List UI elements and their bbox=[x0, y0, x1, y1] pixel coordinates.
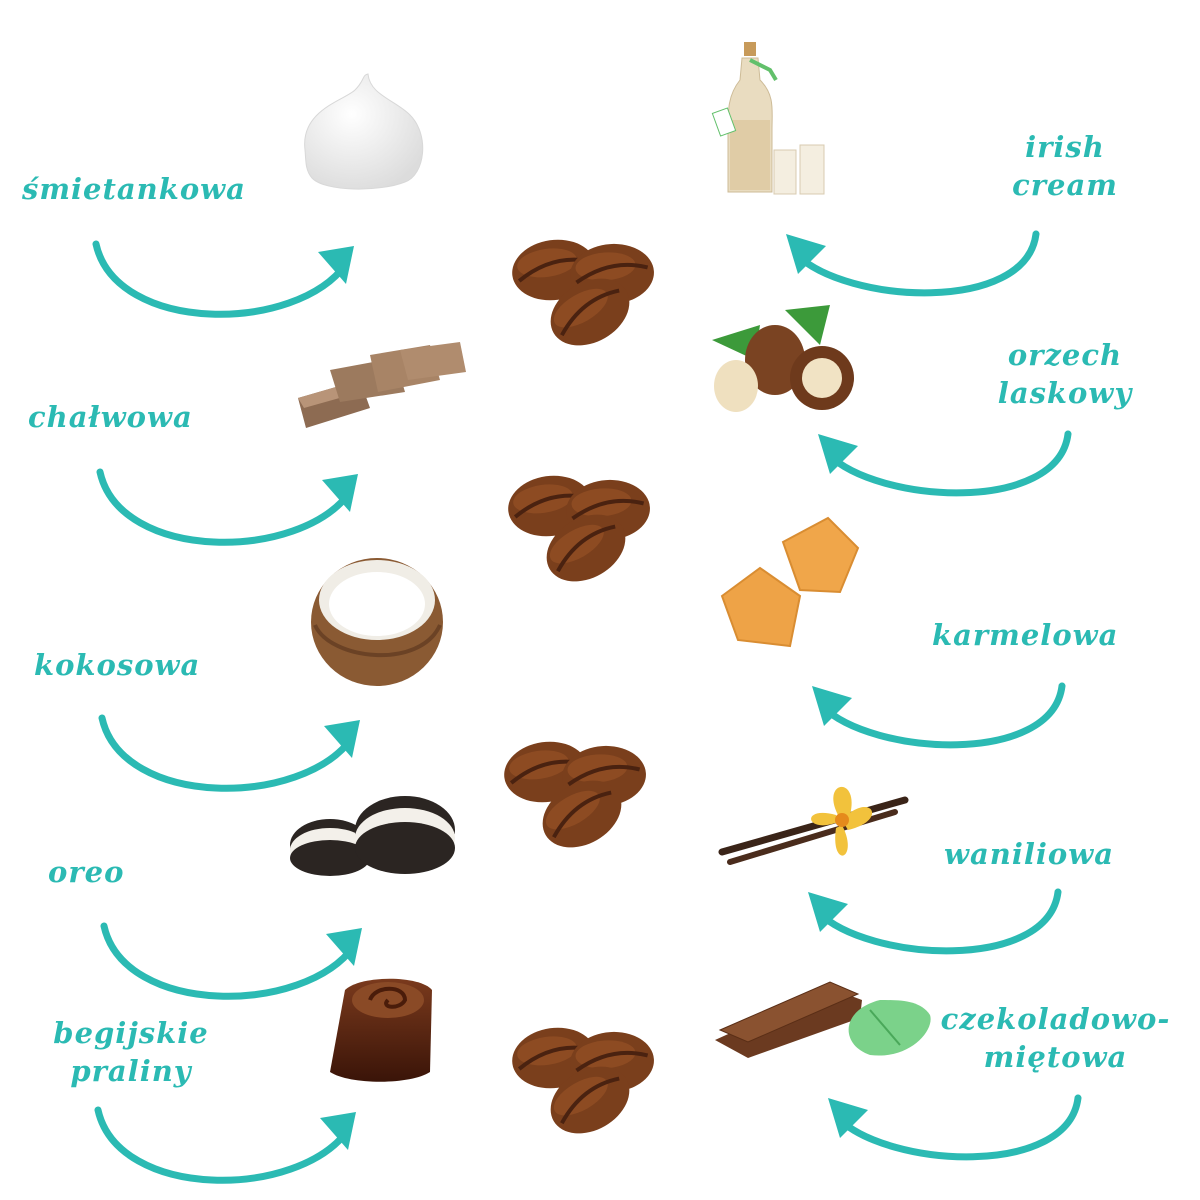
chocolate-mint-icon bbox=[715, 981, 931, 1058]
caramel-icon bbox=[720, 516, 860, 648]
oreo-cookie-icon bbox=[290, 796, 455, 876]
arrow-irish-cream bbox=[786, 234, 1036, 293]
flavor-label-czekoladowo-mietowa: czekoladowo- miętowa bbox=[940, 1002, 1171, 1074]
flavor-label-chalwowa: chałwowa bbox=[28, 400, 193, 434]
flavor-label-smietankowa: śmietankowa bbox=[22, 172, 246, 206]
whipped-cream-icon bbox=[304, 73, 424, 190]
flavor-label-irish-cream: irish cream bbox=[1012, 130, 1118, 202]
arrow-karmelowa bbox=[812, 686, 1062, 745]
praline-icon bbox=[330, 978, 432, 1082]
arrow-kokosowa bbox=[102, 718, 360, 788]
flavor-label-kokosowa: kokosowa bbox=[34, 648, 201, 682]
coffee-beans-icon bbox=[508, 234, 656, 359]
coffee-beans-icon bbox=[504, 470, 652, 595]
flavor-label-orzech-laskowy: orzech laskowy bbox=[997, 338, 1133, 410]
arrow-czekoladowo bbox=[828, 1098, 1078, 1157]
flavor-label-waniliowa: waniliowa bbox=[944, 837, 1114, 871]
arrow-chalwowa bbox=[100, 472, 358, 542]
arrow-praliny bbox=[98, 1110, 356, 1180]
flavor-label-oreo: oreo bbox=[48, 855, 125, 889]
arrow-smietankowa bbox=[96, 244, 354, 314]
coconut-icon bbox=[311, 558, 443, 686]
arrow-orzech bbox=[818, 434, 1068, 493]
irish-cream-bottle-icon bbox=[711, 42, 825, 195]
vanilla-flower-icon bbox=[718, 786, 909, 865]
halva-icon bbox=[298, 342, 466, 428]
flavor-label-begijskie-praliny: begijskie praliny bbox=[53, 1016, 209, 1088]
arrow-oreo bbox=[104, 926, 362, 996]
coffee-beans-icon bbox=[500, 736, 648, 861]
hazelnut-icon bbox=[712, 305, 854, 412]
coffee-beans-icon bbox=[508, 1022, 656, 1147]
flavor-label-karmelowa: karmelowa bbox=[932, 618, 1119, 652]
arrow-waniliowa bbox=[808, 892, 1058, 951]
